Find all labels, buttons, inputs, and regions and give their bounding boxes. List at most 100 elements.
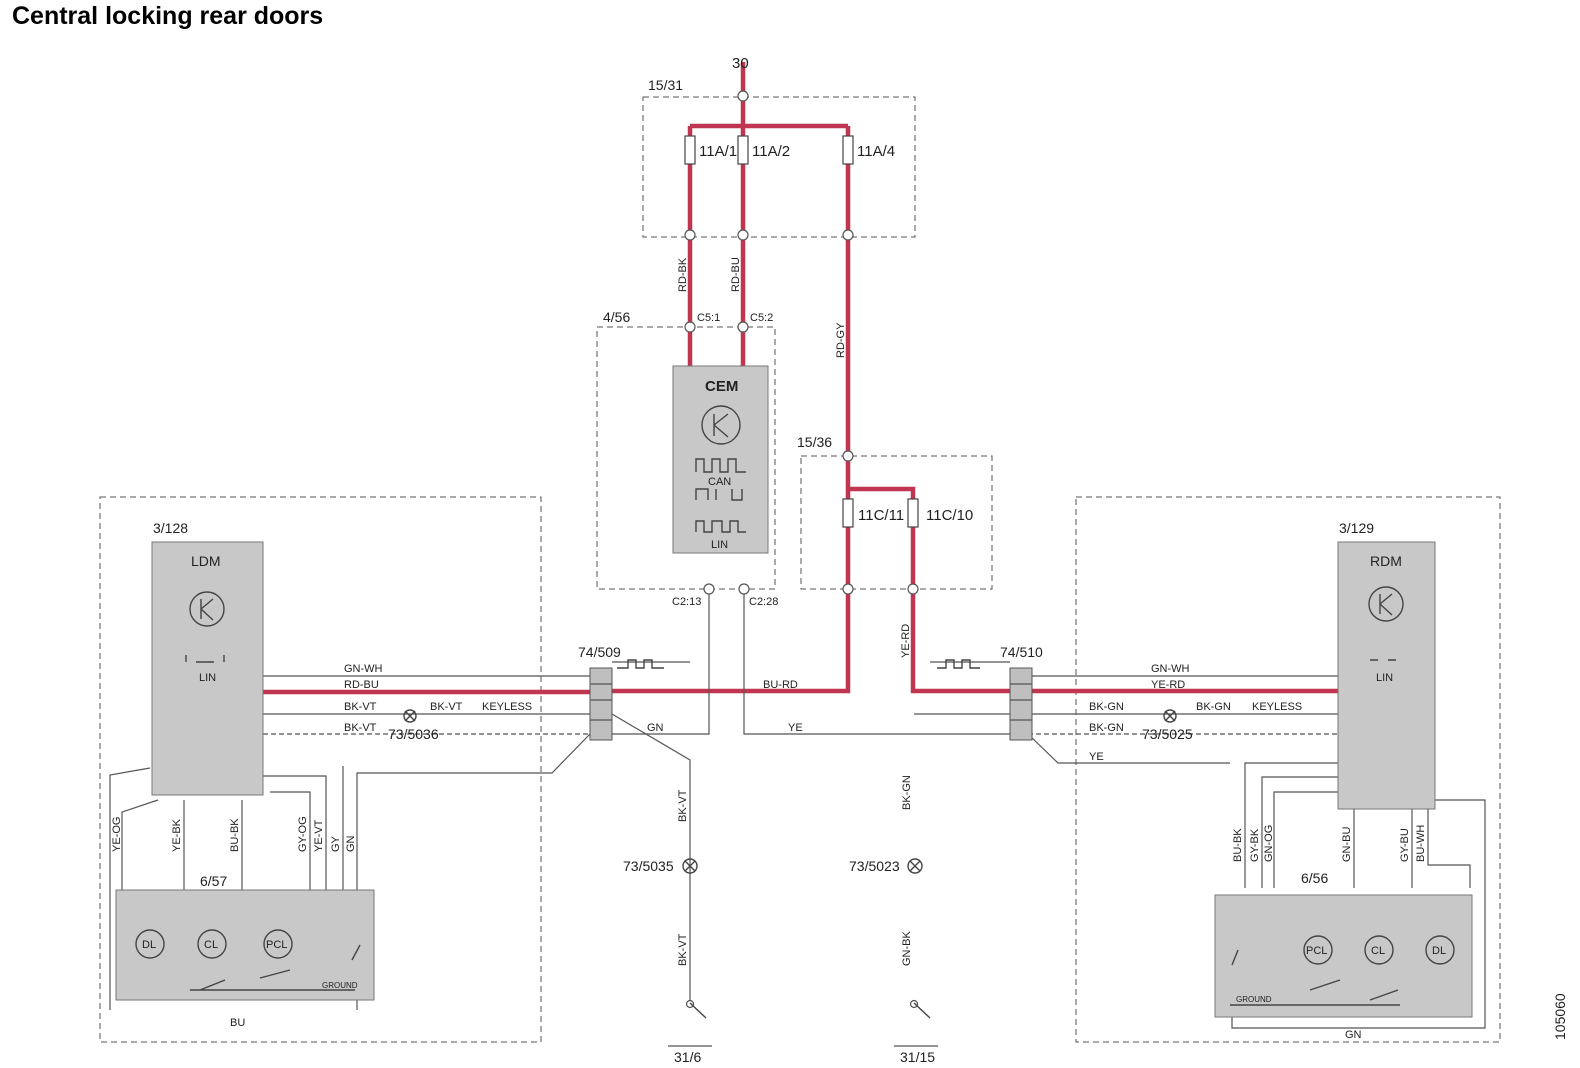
- fuse-box-aux: [800, 455, 993, 590]
- wire-label-rd-bu-left: RD-BU: [344, 679, 379, 691]
- wire-gn-to-actuator: [356, 733, 591, 1010]
- splice-5035-label: 73/5035: [623, 858, 674, 874]
- cem-can-label: CAN: [708, 476, 731, 488]
- ground-right-label: 31/15: [900, 1049, 935, 1065]
- cem-pin-c228: C2:28: [749, 596, 778, 608]
- cem-pin-c52: C5:2: [750, 312, 773, 324]
- node-aux-out-2: [907, 583, 919, 595]
- fuse-11a1: [684, 135, 696, 165]
- wire-ye-vt: [263, 775, 327, 890]
- splice-5036-icon: [403, 709, 417, 723]
- actuator-left-wire-label: BU: [230, 1017, 245, 1029]
- node-aux-in: [842, 450, 854, 462]
- ground-left-label: 31/6: [674, 1049, 701, 1065]
- can-signal-icon-2: [695, 488, 743, 501]
- actuator-right-wire-label: GN: [1345, 1029, 1362, 1041]
- fuse-11a2: [737, 135, 749, 165]
- fuse-11a4-label: 11A/4: [857, 143, 895, 160]
- actuator-left: [115, 889, 375, 1001]
- cem-name-label: CEM: [705, 378, 738, 395]
- wire-label-gn-bu: GN-BU: [1341, 827, 1353, 863]
- wire-gn-left: [612, 589, 710, 735]
- actuator-left-label: 6/57: [200, 873, 227, 889]
- fuse-11a4: [842, 135, 854, 165]
- fuse-11a2-label: 11A/2: [752, 143, 790, 160]
- ldm-lin-label: LIN: [199, 672, 216, 684]
- actuator-right: [1214, 894, 1473, 1018]
- wire-label-rd-bu-top: RD-BU: [730, 257, 742, 292]
- node-fuse-out-2: [737, 229, 749, 241]
- left-door-box: [99, 496, 542, 1043]
- wire-label-ye-right: YE: [1089, 751, 1104, 763]
- wire-label-bk-vt-vert-1: BK-VT: [677, 789, 689, 822]
- wire-label-bu-bk-left: BU-BK: [229, 818, 241, 852]
- wire-label-gy-bk: GY-BK: [1249, 828, 1261, 862]
- fuse-box-main-label: 15/31: [648, 77, 683, 93]
- wire-ye-cem: [743, 589, 1010, 735]
- wire-label-bk-vt-vert-2: BK-VT: [677, 933, 689, 966]
- node-ground-left: [685, 999, 695, 1009]
- actuator-right-dl: DL: [1432, 945, 1446, 957]
- battery-terminal-label: 30: [732, 55, 749, 72]
- splice-5023-label: 73/5023: [849, 858, 900, 874]
- node-aux-out-1: [842, 583, 854, 595]
- can-signal-icon: [695, 458, 746, 473]
- wire-label-ye-vt: YE-VT: [313, 819, 325, 852]
- wire-bk-vt-ground: [611, 713, 691, 1003]
- wire-label-bk-vt-mid: BK-VT: [430, 701, 463, 713]
- rdm-lin-label: LIN: [1376, 672, 1393, 684]
- node-c228: [738, 583, 750, 595]
- wire-label-bk-gn-right-1: BK-GN: [1089, 701, 1124, 713]
- wire-label-gn-og: GN-OG: [1263, 825, 1275, 862]
- actuator-right-pcl: PCL: [1306, 945, 1327, 957]
- actuator-left-ground-label: GROUND: [322, 981, 358, 990]
- fuse-box-aux-label: 15/36: [797, 434, 832, 450]
- wire-label-bu-bk-right: BU-BK: [1232, 828, 1244, 862]
- rdm-box-label: 3/129: [1339, 520, 1374, 536]
- fuse-box-main: [642, 96, 916, 238]
- wire-label-bk-vt-dashed: BK-VT: [344, 722, 377, 734]
- wire-label-gy-og: GY-OG: [297, 816, 309, 852]
- drawing-number: 105060: [1552, 993, 1568, 1040]
- wire-gn-og: [1273, 791, 1338, 888]
- wire-label-gn-vert: GN: [345, 835, 357, 852]
- connector-74-509: [589, 667, 613, 741]
- node-fuse-out-4: [842, 229, 854, 241]
- wire-rdm-15: [1231, 799, 1486, 1029]
- cem-transistor-icon: [701, 405, 741, 445]
- wire-label-bu-wh: BU-WH: [1415, 825, 1427, 862]
- wire-label-keyless-left: KEYLESS: [482, 701, 532, 713]
- fuse-11c10: [907, 498, 919, 528]
- splice-5035-icon: [682, 858, 698, 874]
- actuator-right-cl: CL: [1371, 945, 1385, 957]
- wire-label-ye-rd-right: YE-RD: [1151, 679, 1185, 691]
- wire-label-gy: GY: [330, 835, 342, 852]
- wire-label-bk-gn-right-2: BK-GN: [1196, 701, 1231, 713]
- actuator-left-dl: DL: [142, 939, 156, 951]
- fuse-11c11-label: 11C/11: [858, 507, 904, 524]
- wire-ye-right: [1027, 733, 1230, 764]
- ldm-module: [151, 541, 264, 796]
- wire-label-ye-bk: YE-BK: [171, 818, 183, 852]
- rdm-transistor-icon: [1368, 586, 1404, 622]
- lin-pulse-right-icon: [937, 659, 980, 669]
- wire-gy-bk: [1261, 776, 1338, 888]
- ldm-transistor-icon: [189, 591, 225, 627]
- wire-label-rd-bk: RD-BK: [677, 257, 689, 292]
- node-30: [737, 90, 749, 102]
- connector-74-510-label: 74/510: [1000, 644, 1043, 660]
- lin-signal-icon: [695, 520, 746, 533]
- wire-gy-og: [270, 791, 311, 890]
- wire-label-ye-rd-vert: YE-RD: [900, 624, 912, 658]
- splice-5023-icon: [907, 858, 923, 874]
- wire-bu-bk-right: [1244, 762, 1338, 888]
- wire-label-gn-left: GN: [647, 722, 664, 734]
- wire-label-keyless-right: KEYLESS: [1252, 701, 1302, 713]
- wire-label-ye-og: YE-OG: [111, 817, 123, 852]
- node-fuse-out-1: [684, 229, 696, 241]
- cem-lin-label: LIN: [711, 539, 728, 551]
- splice-5025-label: 73/5025: [1142, 726, 1193, 742]
- wire-ye-og: [121, 799, 159, 890]
- actuator-left-cl: CL: [204, 939, 218, 951]
- wire-bu-wh: [1427, 808, 1471, 888]
